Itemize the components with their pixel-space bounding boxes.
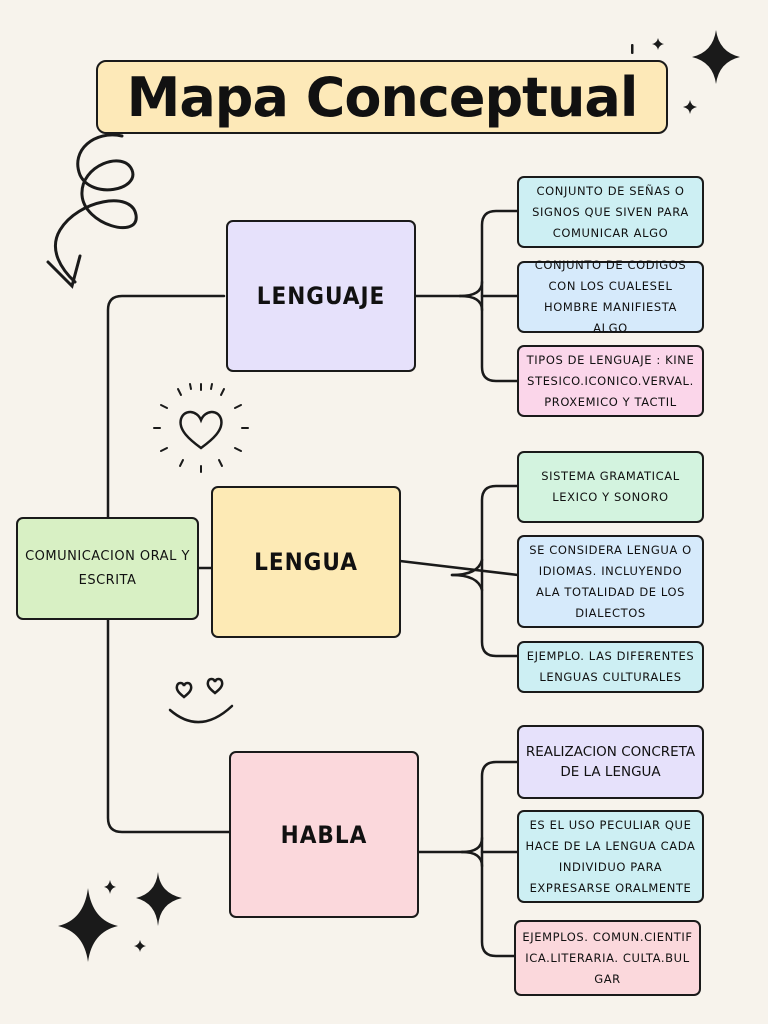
root-node-label: COMUNICACION ORAL Y ESCRITA xyxy=(25,548,190,588)
leaf-text: TIPOS DE LENGUAJE : KINESTESICO.ICONICO.… xyxy=(526,352,695,409)
leaf-text: SISTEMA GRAMATICAL LEXICO Y SONORO xyxy=(541,469,680,504)
spine-top-line xyxy=(106,294,226,519)
node-habla-label: HABLA xyxy=(280,820,368,849)
sparkle-icon xyxy=(58,30,740,962)
leaf-lengua-3: EJEMPLO. LAS DIFERENTES LENGUAS CULTURAL… xyxy=(517,641,704,693)
leaf-text: REALIZACION CONCRETA DE LA LENGUA xyxy=(525,744,696,780)
leaf-text: CONJUNTO DE CODIGOS CON LOS CUALESEL HOM… xyxy=(534,258,687,335)
leaf-lenguaje-1: CONJUNTO DE SEÑAS O SIGNOS QUE SIVEN PAR… xyxy=(517,176,704,248)
node-lenguaje-label: LENGUAJE xyxy=(256,282,386,310)
title-banner: Mapa Conceptual xyxy=(96,60,668,134)
node-lenguaje: LENGUAJE xyxy=(226,220,416,372)
leaf-lenguaje-3: TIPOS DE LENGUAJE : KINESTESICO.ICONICO.… xyxy=(517,345,704,417)
node-habla: HABLA xyxy=(229,751,419,918)
heart-icon xyxy=(153,383,249,473)
leaf-text: CONJUNTO DE SEÑAS O SIGNOS QUE SIVEN PAR… xyxy=(532,183,689,240)
leaf-lengua-2: SE CONSIDERA LENGUA O IDIOMAS. INCLUYEND… xyxy=(517,535,704,628)
leaf-text: ES EL USO PECULIAR QUE HACE DE LA LENGUA… xyxy=(525,817,696,895)
leaf-habla-3: EJEMPLOS. COMUN.CIENTIFICA.LITERARIA. CU… xyxy=(514,920,701,996)
spine-bottom-line xyxy=(106,618,232,834)
leaf-text: SE CONSIDERA LENGUA O IDIOMAS. INCLUYEND… xyxy=(529,542,692,620)
node-lengua-label: LENGUA xyxy=(254,548,358,576)
leaf-habla-2: ES EL USO PECULIAR QUE HACE DE LA LENGUA… xyxy=(517,810,704,903)
leaf-lenguaje-2: CONJUNTO DE CODIGOS CON LOS CUALESEL HOM… xyxy=(517,258,704,335)
smiley-icon xyxy=(168,677,234,724)
leaf-habla-1: REALIZACION CONCRETA DE LA LENGUA xyxy=(517,725,704,799)
node-lengua: LENGUA xyxy=(211,486,401,638)
curly-arrow-icon xyxy=(46,133,138,289)
page-title: Mapa Conceptual xyxy=(126,65,639,129)
leaf-text: EJEMPLOS. COMUN.CIENTIFICA.LITERARIA. CU… xyxy=(522,929,693,986)
root-node: COMUNICACION ORAL Y ESCRITA xyxy=(16,517,199,620)
leaf-text: EJEMPLO. LAS DIFERENTES LENGUAS CULTURAL… xyxy=(526,649,695,684)
leaf-lengua-1: SISTEMA GRAMATICAL LEXICO Y SONORO xyxy=(517,451,704,523)
